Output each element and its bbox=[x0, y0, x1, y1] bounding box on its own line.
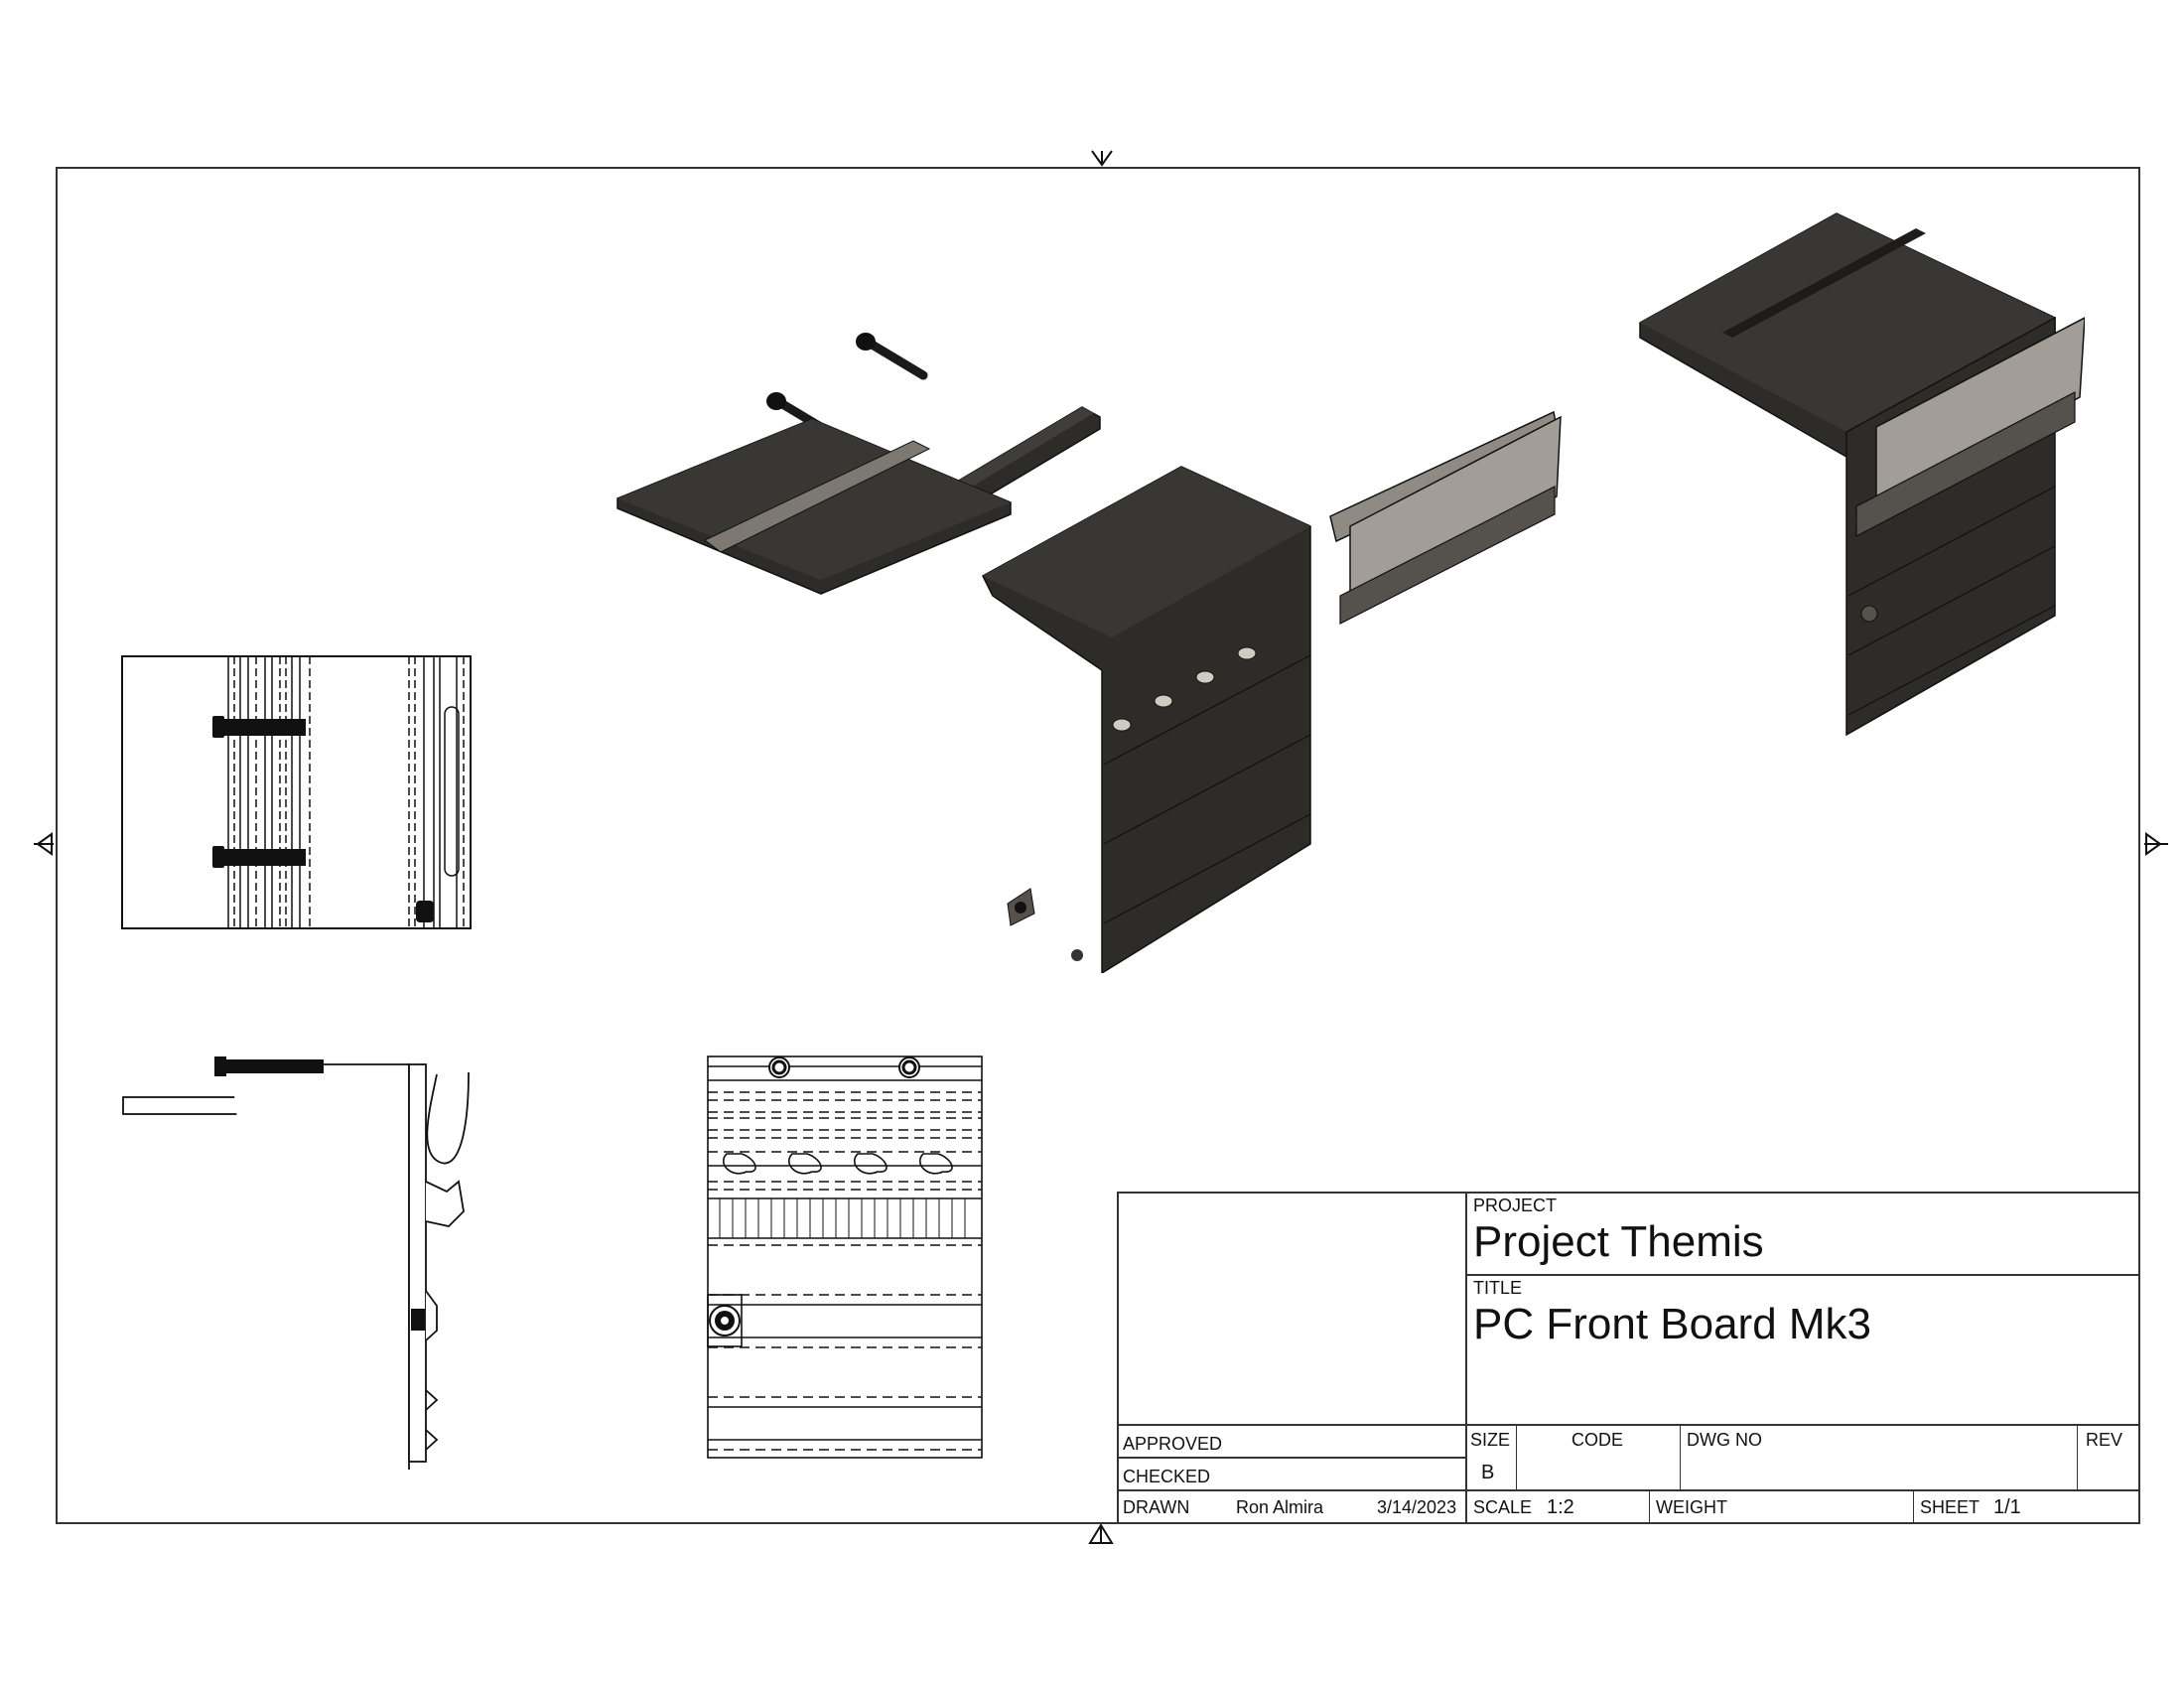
weight-label: WEIGHT bbox=[1656, 1497, 1727, 1517]
left-center-marker-icon bbox=[34, 832, 54, 856]
checked-cell: CHECKED bbox=[1119, 1459, 1467, 1491]
cap-screw-icon bbox=[766, 333, 928, 440]
sheet-value: 1/1 bbox=[1993, 1496, 2021, 1518]
assembled-view bbox=[1329, 212, 2085, 737]
side-view bbox=[122, 1056, 470, 1470]
drawn-by: Ron Almira bbox=[1236, 1497, 1324, 1517]
drawn-date: 3/14/2023 bbox=[1377, 1497, 1457, 1517]
code-cell: CODE bbox=[1517, 1426, 1681, 1491]
right-center-marker-icon bbox=[2144, 832, 2168, 856]
project-label: PROJECT bbox=[1473, 1196, 1558, 1215]
approved-label: APPROVED bbox=[1123, 1434, 1223, 1454]
drawn-label: DRAWN bbox=[1123, 1497, 1190, 1517]
rev-label: REV bbox=[2086, 1430, 2123, 1450]
size-label: SIZE bbox=[1470, 1430, 1511, 1450]
weight-cell: WEIGHT bbox=[1650, 1491, 1914, 1522]
exploded-view bbox=[616, 333, 1311, 973]
approved-cell: APPROVED bbox=[1119, 1426, 1467, 1459]
checked-label: CHECKED bbox=[1123, 1467, 1211, 1486]
blank-block bbox=[1119, 1194, 1467, 1426]
title-cell: TITLE PC Front Board Mk3 bbox=[1467, 1276, 2138, 1426]
size-value: B bbox=[1481, 1462, 1495, 1483]
project-value: Project Themis bbox=[1473, 1217, 1764, 1266]
rev-cell: REV bbox=[2078, 1426, 2138, 1491]
bottom-center-marker-icon bbox=[1088, 1523, 1114, 1544]
top-view bbox=[121, 655, 472, 929]
scale-value: 1:2 bbox=[1547, 1496, 1574, 1518]
title-value: PC Front Board Mk3 bbox=[1473, 1300, 1872, 1348]
title-block: PROJECT Project Themis TITLE PC Front Bo… bbox=[1117, 1192, 2140, 1524]
sheet-border bbox=[56, 167, 2140, 1524]
sheet-cell: SHEET 1/1 bbox=[1914, 1491, 2138, 1522]
scale-cell: SCALE 1:2 bbox=[1467, 1491, 1650, 1522]
scale-label: SCALE bbox=[1473, 1497, 1533, 1517]
title-label: TITLE bbox=[1473, 1278, 1523, 1298]
front-view bbox=[707, 1055, 983, 1459]
sheet-label: SHEET bbox=[1920, 1497, 1980, 1517]
drawn-cell: DRAWN Ron Almira 3/14/2023 bbox=[1119, 1491, 1467, 1522]
top-center-marker-icon bbox=[1091, 150, 1113, 167]
code-label: CODE bbox=[1571, 1430, 1624, 1450]
size-cell: SIZE B bbox=[1467, 1426, 1517, 1491]
dwg-no-cell: DWG NO bbox=[1681, 1426, 2078, 1491]
dwg-no-label: DWG NO bbox=[1687, 1430, 1762, 1450]
project-cell: PROJECT Project Themis bbox=[1467, 1194, 2138, 1276]
